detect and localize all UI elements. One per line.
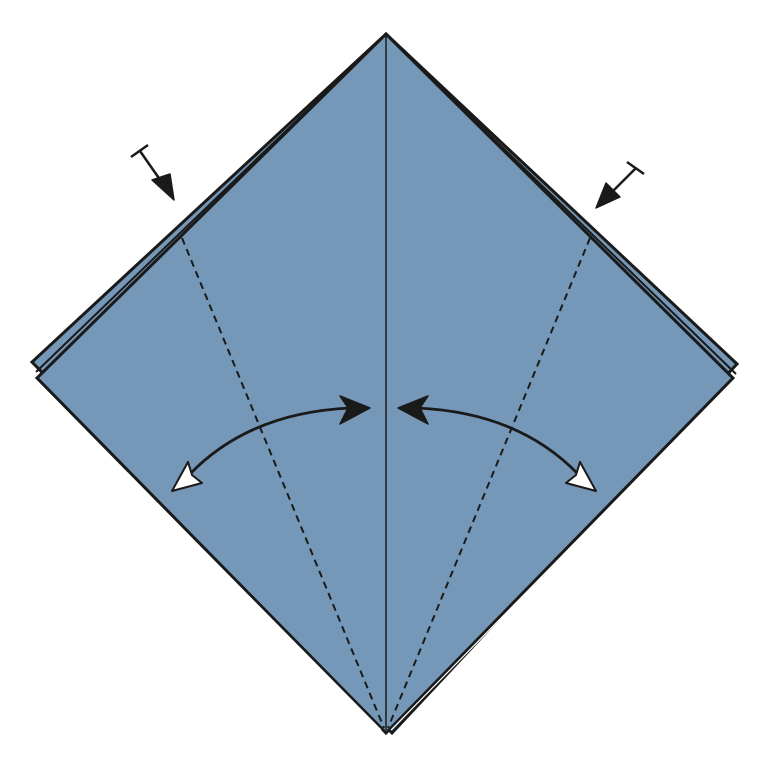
push-arrow-icon bbox=[130, 143, 175, 201]
valley-fold-line-right bbox=[387, 237, 591, 729]
layer-edge-bottom-left bbox=[36, 381, 382, 731]
layer-edge-right bbox=[395, 43, 737, 375]
push-arrow-icon bbox=[595, 160, 645, 209]
layer-edge-left bbox=[35, 43, 377, 373]
paper-front-layer bbox=[34, 31, 736, 736]
valley-fold-line-left bbox=[181, 237, 385, 729]
fold-and-unfold-arrow-icon bbox=[171, 395, 371, 492]
layer-edge-bottom-right bbox=[390, 381, 734, 731]
fold-and-unfold-arrow-icon bbox=[397, 395, 597, 492]
